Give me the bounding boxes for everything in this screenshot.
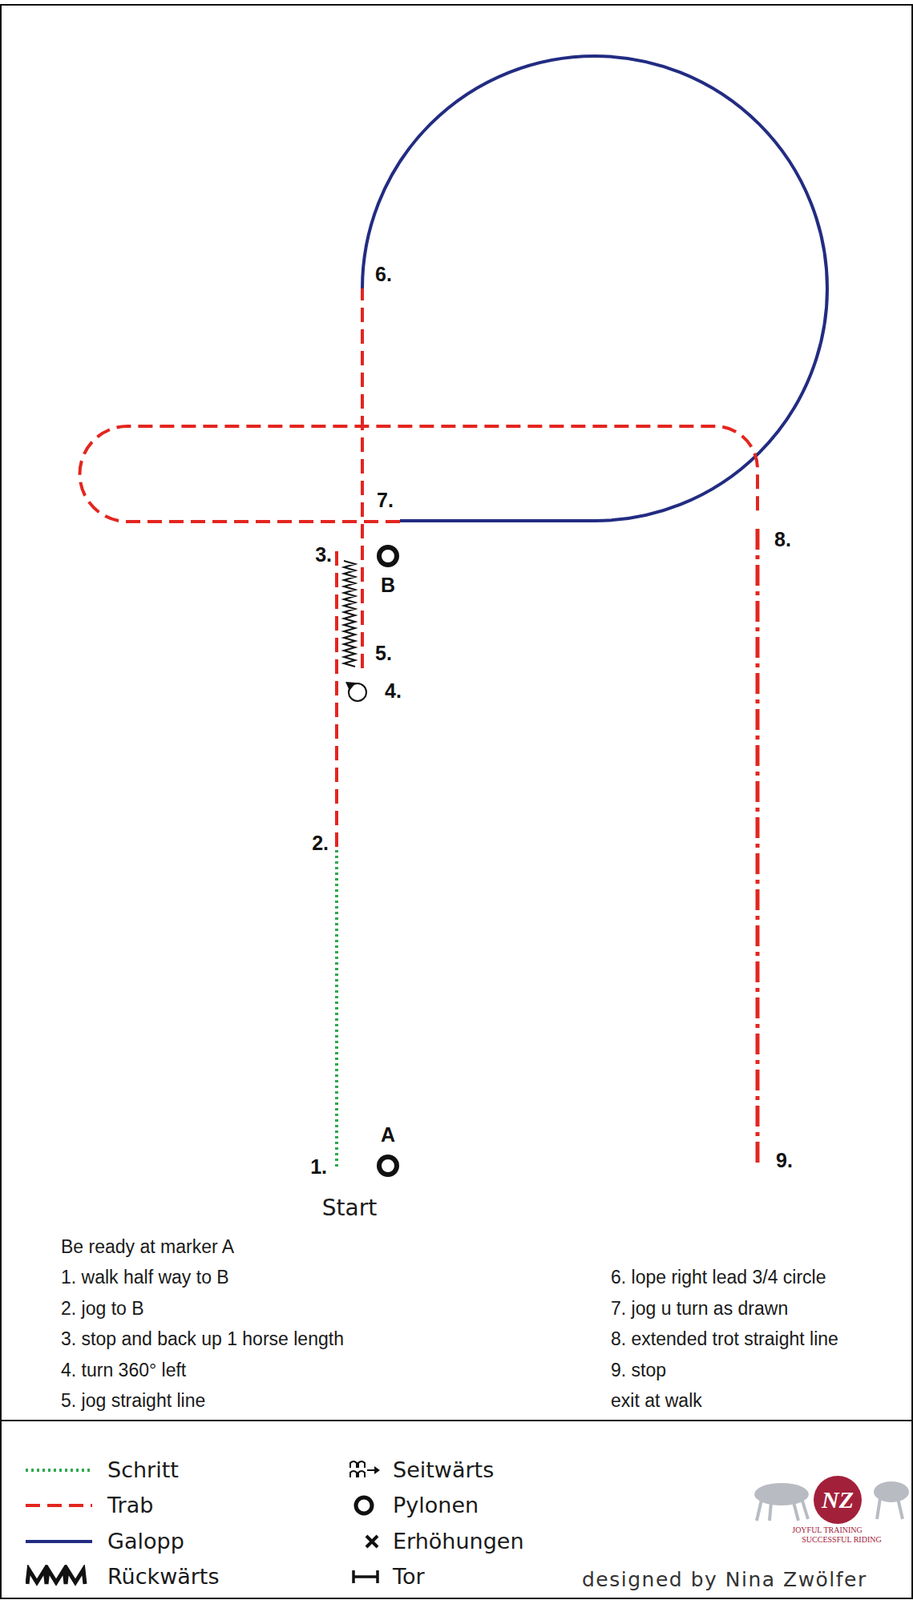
legend-sample-part xyxy=(25,1504,93,1508)
logo-text: SUCCESSFUL RIDING xyxy=(801,1535,881,1546)
legend-sample-part xyxy=(355,1498,372,1515)
legend-sample-part xyxy=(366,1536,378,1548)
turn-arrowhead xyxy=(345,682,356,691)
legend-text: Erhöhungen xyxy=(392,1530,525,1555)
logo-badge xyxy=(813,1476,862,1525)
pylon-ring xyxy=(370,1148,406,1184)
walk-line xyxy=(335,847,339,1168)
legend-sample xyxy=(347,1494,383,1519)
legend-entry: Schritt xyxy=(25,1454,179,1487)
start-label: Start xyxy=(322,1195,377,1222)
legend-text: Galopp xyxy=(107,1530,185,1555)
pylon-marker: A xyxy=(370,1125,406,1184)
legend-sample-part xyxy=(353,1571,378,1584)
instruction-text: 9. stop xyxy=(610,1360,667,1382)
legend-entry: Galopp xyxy=(25,1526,185,1559)
instruction-text: 4. turn 360° left xyxy=(60,1360,186,1382)
legend-entry: Rückwärts xyxy=(25,1561,220,1594)
pylon-ring xyxy=(370,538,406,574)
backup-zigzag xyxy=(343,561,356,667)
instruction-text: 5. jog straight line xyxy=(60,1390,206,1412)
legend-text: Rückwärts xyxy=(107,1565,220,1590)
callout-number: 3. xyxy=(315,543,332,567)
legend-sample-part xyxy=(374,1466,380,1475)
jog-line xyxy=(335,551,339,848)
pylon-letter: A xyxy=(370,1125,406,1146)
legend-sample-part xyxy=(25,1469,93,1473)
legend-sample xyxy=(25,1458,93,1483)
extended-trot-line xyxy=(755,529,760,1168)
logo-text: JOYFUL TRAINING xyxy=(791,1526,863,1536)
callout-number: 5. xyxy=(375,642,392,666)
callout-number: 1. xyxy=(310,1155,328,1180)
pylon-circle xyxy=(379,547,397,566)
pylon-circle xyxy=(379,1157,397,1176)
pylon-marker: B xyxy=(370,538,406,600)
legend-entry: Erhöhungen xyxy=(347,1526,525,1559)
legend-text: Pylonen xyxy=(392,1494,479,1519)
legend-sample-part xyxy=(350,1462,365,1479)
callout-number: 6. xyxy=(375,262,392,287)
legend-sample-part xyxy=(25,1540,93,1544)
callout-number: 2. xyxy=(311,832,329,856)
jog-u-turn xyxy=(80,426,759,522)
callout-number: 9. xyxy=(775,1149,793,1173)
legend-entry: Pylonen xyxy=(347,1490,479,1523)
legend-entry: Seitwärts xyxy=(347,1454,494,1487)
lope-circle xyxy=(362,56,828,522)
jog-line xyxy=(360,288,364,669)
legend-sample xyxy=(347,1565,383,1590)
legend-text: Trab xyxy=(107,1494,154,1519)
instruction-text: 8. extended trot straight line xyxy=(610,1329,839,1350)
legend-entry: Trab xyxy=(25,1490,154,1523)
legend-sample xyxy=(347,1530,383,1555)
legend-entry: Tor xyxy=(347,1561,425,1594)
instruction-text: 2. jog to B xyxy=(60,1298,145,1320)
instruction-text: exit at walk xyxy=(610,1390,703,1412)
page-border xyxy=(0,4,913,1600)
legend-sample xyxy=(347,1458,383,1483)
legend-sample-part xyxy=(27,1570,85,1585)
legend-text: Schritt xyxy=(107,1458,179,1483)
credit-text: designed by Nina Zwölfer xyxy=(581,1569,868,1593)
legend-sample xyxy=(25,1494,93,1519)
logo-text: NZ xyxy=(821,1486,854,1515)
legend-divider xyxy=(0,1420,913,1423)
instruction-text: 3. stop and back up 1 horse length xyxy=(60,1329,344,1350)
instruction-text: 7. jog u turn as drawn xyxy=(610,1298,788,1320)
callout-number: 4. xyxy=(384,679,402,703)
instruction-text: 6. lope right lead 3/4 circle xyxy=(610,1267,827,1289)
legend-text: Tor xyxy=(392,1565,425,1590)
pylon-letter: B xyxy=(370,575,406,596)
callout-number: 8. xyxy=(774,528,792,552)
legend-sample xyxy=(25,1530,93,1555)
legend-sample xyxy=(25,1565,93,1590)
callout-number: 7. xyxy=(376,488,394,513)
legend-text: Seitwärts xyxy=(392,1458,494,1483)
instruction-text: 1. walk half way to B xyxy=(60,1267,230,1289)
instruction-text: Be ready at marker A xyxy=(60,1236,235,1258)
